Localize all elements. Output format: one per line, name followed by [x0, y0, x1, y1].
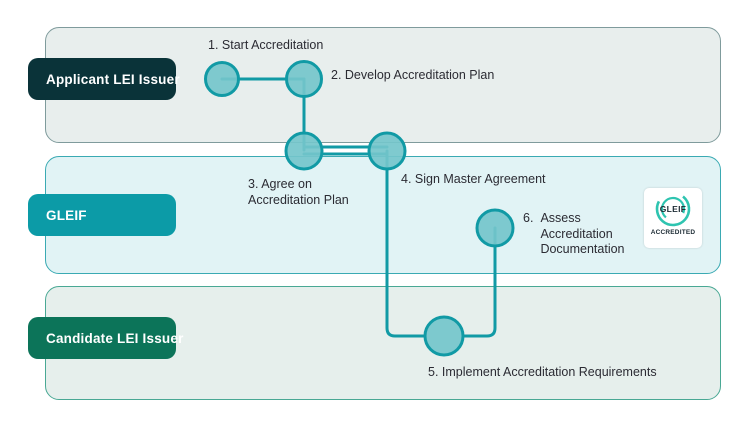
- step-label-6-number: 6.: [523, 211, 534, 225]
- node-step-6[interactable]: [475, 208, 515, 248]
- step-label-4: 4. Sign Master Agreement: [401, 172, 546, 186]
- lane-label-gleif: GLEIF: [28, 194, 176, 236]
- lane-label-gleif-text: GLEIF: [46, 207, 87, 223]
- lane-label-candidate: Candidate LEI Issuer: [28, 317, 183, 359]
- node-step-5[interactable]: [423, 315, 465, 357]
- connector-4-to-5: [385, 149, 427, 338]
- step-label-5: 5. Implement Accreditation Requirements: [428, 365, 657, 379]
- step-label-3: 3. Agree on Accreditation Plan: [248, 177, 349, 207]
- step-label-1: 1. Start Accreditation: [208, 38, 324, 52]
- node-step-1[interactable]: [204, 61, 240, 97]
- gleif-accredited-badge: GLEIF ACCREDITED: [644, 188, 702, 248]
- lane-label-applicant: Applicant LEI Issuer: [28, 58, 180, 100]
- node-step-3[interactable]: [284, 131, 324, 171]
- gleif-badge-word: GLEIF: [659, 204, 687, 214]
- lane-label-candidate-text: Candidate LEI Issuer: [46, 330, 184, 346]
- gleif-ring-icon: GLEIF: [653, 191, 693, 227]
- connector-5-to-6: [462, 226, 497, 338]
- step-label-6-text: Assess Accreditation Documentation: [540, 211, 625, 256]
- lane-label-applicant-text: Applicant LEI Issuer: [46, 71, 180, 87]
- gleif-badge-subtitle: ACCREDITED: [650, 229, 696, 236]
- node-step-2[interactable]: [285, 60, 323, 98]
- step-label-6: 6. Assess Accreditation Documentation: [523, 211, 625, 258]
- step-label-2: 2. Develop Accreditation Plan: [331, 68, 495, 82]
- node-step-4[interactable]: [367, 131, 407, 171]
